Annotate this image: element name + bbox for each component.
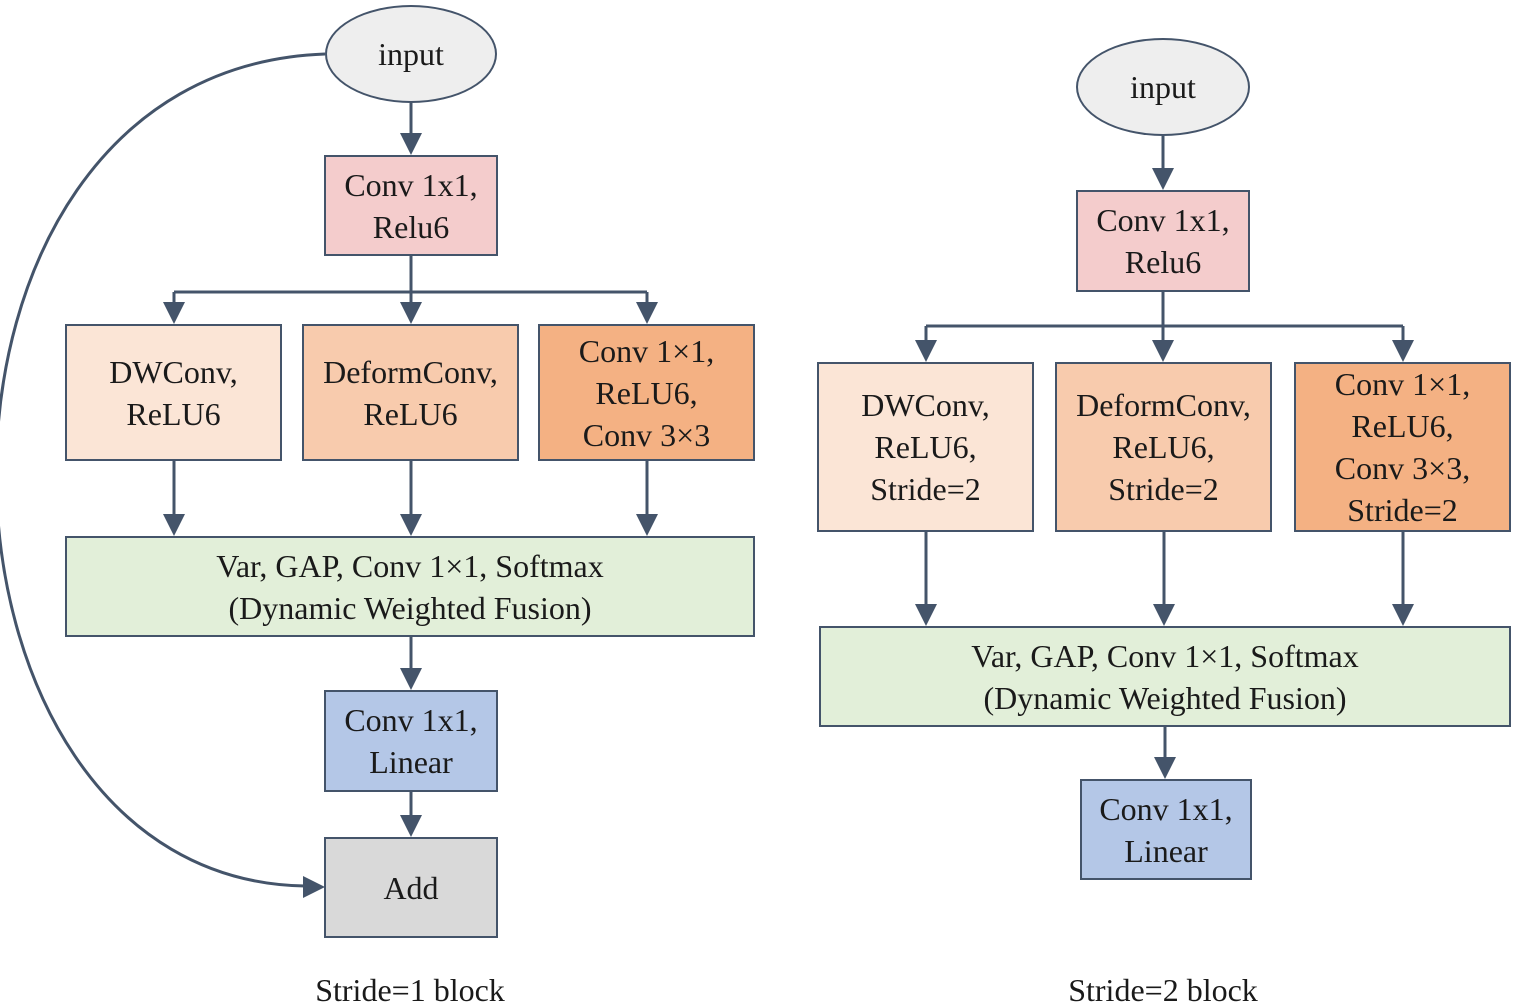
right-deformconv-node: DeformConv, ReLU6, Stride=2 xyxy=(1055,362,1272,532)
right-conv1x1-linear-label: Conv 1x1, Linear xyxy=(1099,790,1233,869)
left-arrow-to-conv3x3-head xyxy=(636,302,658,324)
right-conv3x3-node: Conv 1×1, ReLU6, Conv 3×3, Stride=2 xyxy=(1294,362,1511,532)
right-conv1x1-linear-node: Conv 1x1, Linear xyxy=(1080,779,1252,880)
left-arrow-to-dwconv-head xyxy=(163,302,185,324)
left-arrow-fusion-to-linear-head xyxy=(400,668,422,690)
right-deformconv-label: DeformConv, ReLU6, Stride=2 xyxy=(1076,387,1251,507)
left-conv3x3-node: Conv 1×1, ReLU6, Conv 3×3 xyxy=(538,324,755,461)
right-arrow-to-conv3x3-head xyxy=(1392,340,1414,362)
left-arrow-input-to-conv1-head xyxy=(400,133,422,155)
left-input-node: input xyxy=(325,5,497,103)
left-input-label: input xyxy=(378,36,444,72)
right-input-label: input xyxy=(1130,69,1196,105)
left-caption: Stride=1 block xyxy=(315,972,505,1008)
left-arrow-dwconv-to-fusion-head xyxy=(163,514,185,536)
left-conv1x1-relu6-node: Conv 1x1, Relu6 xyxy=(324,155,498,256)
left-conv1x1-linear-label: Conv 1x1, Linear xyxy=(344,702,478,780)
left-add-node: Add xyxy=(324,837,498,938)
left-skip-connection xyxy=(0,52,326,888)
left-arrow-deformconv-to-fusion-head xyxy=(400,514,422,536)
left-fusion-label: Var, GAP, Conv 1×1, Softmax (Dynamic Wei… xyxy=(216,547,604,626)
left-conv1x1-linear-node: Conv 1x1, Linear xyxy=(324,690,498,792)
right-dwconv-node: DWConv, ReLU6, Stride=2 xyxy=(817,362,1034,532)
right-arrow-to-dwconv-head xyxy=(915,340,937,362)
right-conv1x1-relu6-node: Conv 1x1, Relu6 xyxy=(1076,190,1250,292)
left-skip-connection-head xyxy=(303,876,325,898)
right-arrow-conv3x3-to-fusion-head xyxy=(1392,604,1414,626)
right-conv1x1-relu6-label: Conv 1x1, Relu6 xyxy=(1096,202,1230,280)
left-add-label: Add xyxy=(383,869,439,906)
left-fusion-node: Var, GAP, Conv 1×1, Softmax (Dynamic Wei… xyxy=(65,536,755,637)
right-fusion-node: Var, GAP, Conv 1×1, Softmax (Dynamic Wei… xyxy=(819,626,1511,727)
left-conv1x1-relu6-label: Conv 1x1, Relu6 xyxy=(344,166,478,245)
left-dwconv-label: DWConv, ReLU6 xyxy=(109,353,238,432)
right-arrow-input-to-conv1-head xyxy=(1152,168,1174,190)
left-deformconv-label: DeformConv, ReLU6 xyxy=(323,353,498,432)
right-arrow-fusion-to-linear-head xyxy=(1154,757,1176,779)
left-dwconv-node: DWConv, ReLU6 xyxy=(65,324,282,461)
left-arrow-to-deformconv-head xyxy=(400,302,422,324)
right-arrow-deformconv-to-fusion-head xyxy=(1153,604,1175,626)
left-deformconv-node: DeformConv, ReLU6 xyxy=(302,324,519,461)
right-caption: Stride=2 block xyxy=(1068,972,1258,1008)
right-arrow-dwconv-to-fusion-head xyxy=(915,604,937,626)
right-input-node: input xyxy=(1076,38,1250,136)
right-fusion-label: Var, GAP, Conv 1×1, Softmax (Dynamic Wei… xyxy=(971,637,1359,716)
left-conv3x3-label: Conv 1×1, ReLU6, Conv 3×3 xyxy=(578,332,715,453)
left-arrow-conv3x3-to-fusion-head xyxy=(636,514,658,536)
right-arrow-to-deformconv-head xyxy=(1152,340,1174,362)
left-arrow-linear-to-add-head xyxy=(400,815,422,837)
right-dwconv-label: DWConv, ReLU6, Stride=2 xyxy=(861,387,990,507)
right-conv3x3-label: Conv 1×1, ReLU6, Conv 3×3, Stride=2 xyxy=(1334,366,1471,528)
